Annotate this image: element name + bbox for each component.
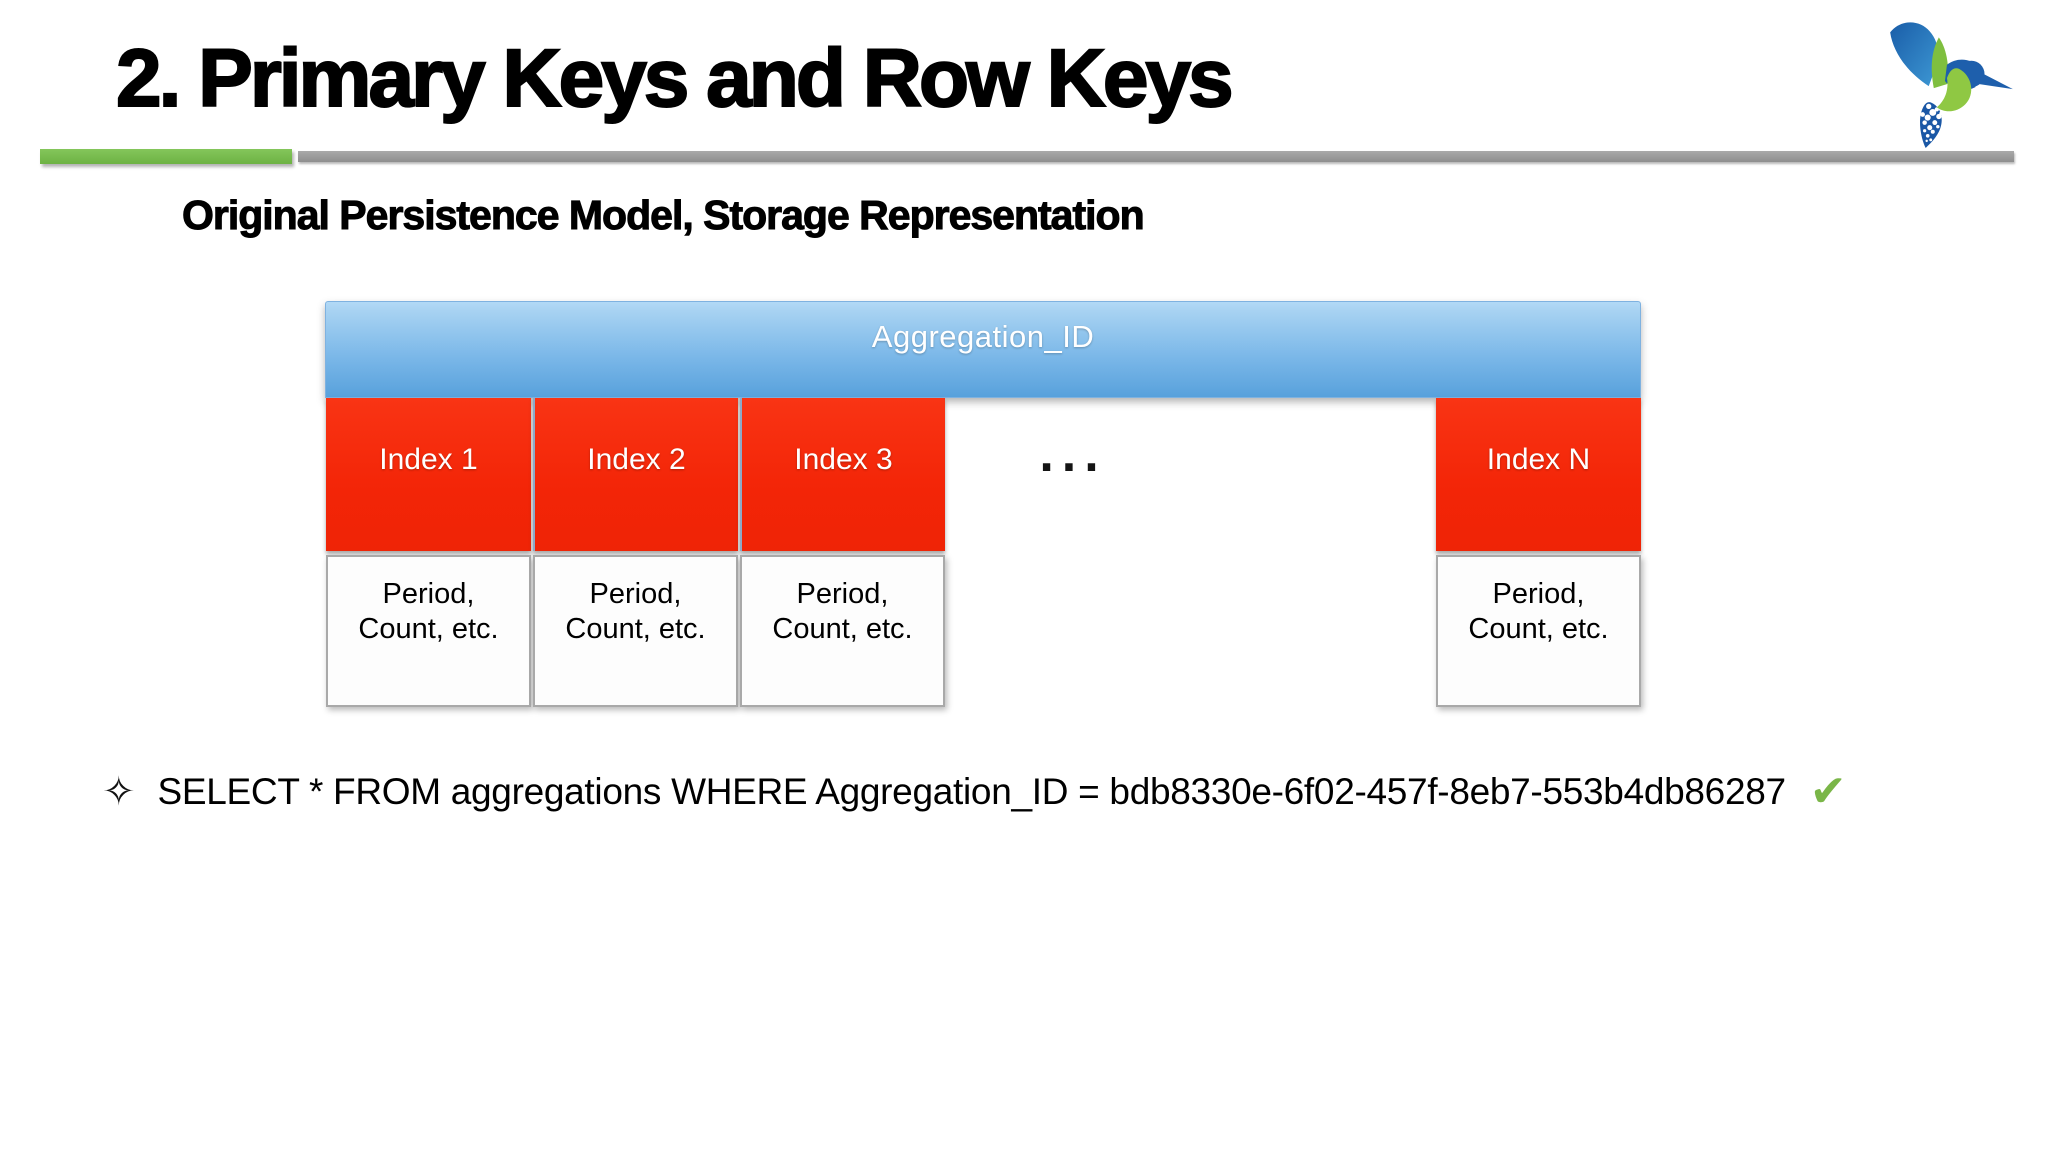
title-underline-green bbox=[40, 149, 292, 164]
detail-cell-2: Period, Count, etc. bbox=[533, 555, 738, 707]
index-cell-label: Index 3 bbox=[794, 442, 893, 476]
index-cell-2: Index 2 bbox=[533, 398, 738, 551]
detail-cell-1: Period, Count, etc. bbox=[326, 555, 531, 707]
query-line: ✧ SELECT * FROM aggregations WHERE Aggre… bbox=[102, 766, 1847, 818]
detail-cell-3: Period, Count, etc. bbox=[740, 555, 945, 707]
index-cell-3: Index 3 bbox=[740, 398, 945, 551]
aggregation-id-header: Aggregation_ID bbox=[325, 301, 1641, 398]
index-cell-label: Index N bbox=[1486, 442, 1591, 476]
detail-cell-label: Period, Count, etc. bbox=[358, 578, 499, 645]
index-cell-1: Index 1 bbox=[326, 398, 531, 551]
star-bullet-icon: ✧ bbox=[102, 770, 136, 814]
index-cell-label: Index 1 bbox=[379, 442, 478, 476]
title-underline-gray bbox=[298, 151, 2014, 162]
check-icon: ✔ bbox=[1809, 767, 1847, 816]
page-title: 2. Primary Keys and Row Keys bbox=[115, 32, 1235, 124]
section-subtitle: Original Persistence Model, Storage Repr… bbox=[182, 192, 1146, 239]
detail-cell-n: Period, Count, etc. bbox=[1436, 555, 1641, 707]
hummingbird-logo-icon bbox=[1878, 8, 2020, 150]
detail-cell-label: Period, Count, etc. bbox=[1468, 578, 1609, 645]
index-cell-label: Index 2 bbox=[587, 442, 686, 476]
ellipsis: ... bbox=[1039, 425, 1107, 483]
detail-cell-label: Period, Count, etc. bbox=[565, 578, 706, 645]
query-text: SELECT * FROM aggregations WHERE Aggrega… bbox=[157, 771, 1787, 812]
aggregation-id-label: Aggregation_ID bbox=[871, 318, 1095, 354]
index-cell-n: Index N bbox=[1436, 398, 1641, 551]
detail-cell-label: Period, Count, etc. bbox=[772, 578, 913, 645]
